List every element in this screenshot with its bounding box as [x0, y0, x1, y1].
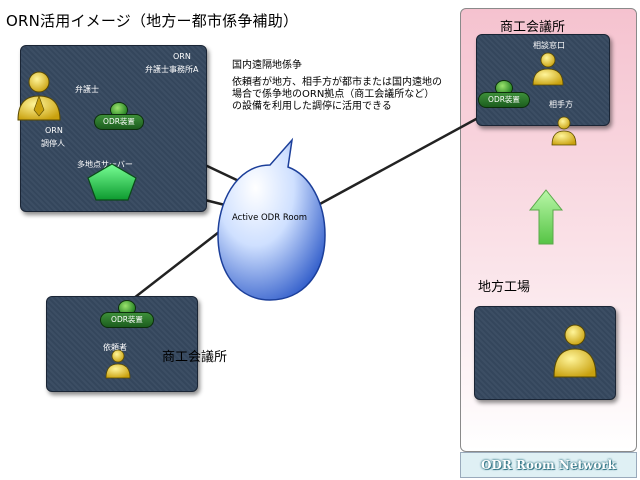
- line-cloud-to-chamber: [317, 116, 479, 207]
- server-pentagon-icon: [87, 163, 137, 201]
- diagram-title: ORN活用イメージ（地方ー都市係争補助）: [6, 12, 299, 30]
- mediator-label-line1: ORN: [45, 126, 63, 135]
- lawyer-label: 弁護士: [75, 85, 99, 94]
- description-body: 依頼者が地方、相手方が都市または国内遠地の場合で係争地のORN拠点（商工会議所な…: [232, 77, 442, 112]
- factory-label: 地方工場: [478, 280, 531, 295]
- counter-person-icon: [532, 52, 564, 86]
- client-odr-device: ODR装置: [100, 312, 154, 328]
- office-odr-device: ODR装置: [94, 114, 144, 130]
- office-title-line2: 弁護士事務所A: [145, 65, 199, 74]
- factory-person-icon: [553, 324, 597, 378]
- network-footer-label: ODR Room Network: [460, 452, 637, 478]
- chamber-title: 商工会議所: [500, 20, 566, 35]
- counter-label: 相談窓口: [533, 41, 565, 50]
- cloud-label: Active ODR Room: [232, 213, 308, 223]
- chamber-odr-device: ODR装置: [478, 92, 530, 108]
- active-odr-room-cloud: [217, 137, 326, 301]
- mediator-label-line2: 調停人: [41, 139, 65, 148]
- client-person-icon: [105, 349, 131, 379]
- server-label: 多地点サーバー: [77, 160, 133, 169]
- factory-panel: [474, 306, 616, 400]
- description-heading: 国内遠隔地係争: [232, 60, 302, 71]
- opponent-person-icon: [551, 116, 577, 146]
- client-label: 依頼者: [103, 343, 127, 352]
- line-client-to-cloud: [124, 224, 229, 306]
- mediator-person-icon: [17, 71, 61, 121]
- line-office-to-cloud-2: [204, 198, 226, 207]
- client-chamber-caption: 商工会議所: [162, 350, 228, 365]
- spacer: [104, 82, 105, 83]
- office-title-line1: ORN: [173, 52, 191, 61]
- opponent-label: 相手方: [549, 100, 573, 109]
- up-arrow-icon: [528, 189, 564, 245]
